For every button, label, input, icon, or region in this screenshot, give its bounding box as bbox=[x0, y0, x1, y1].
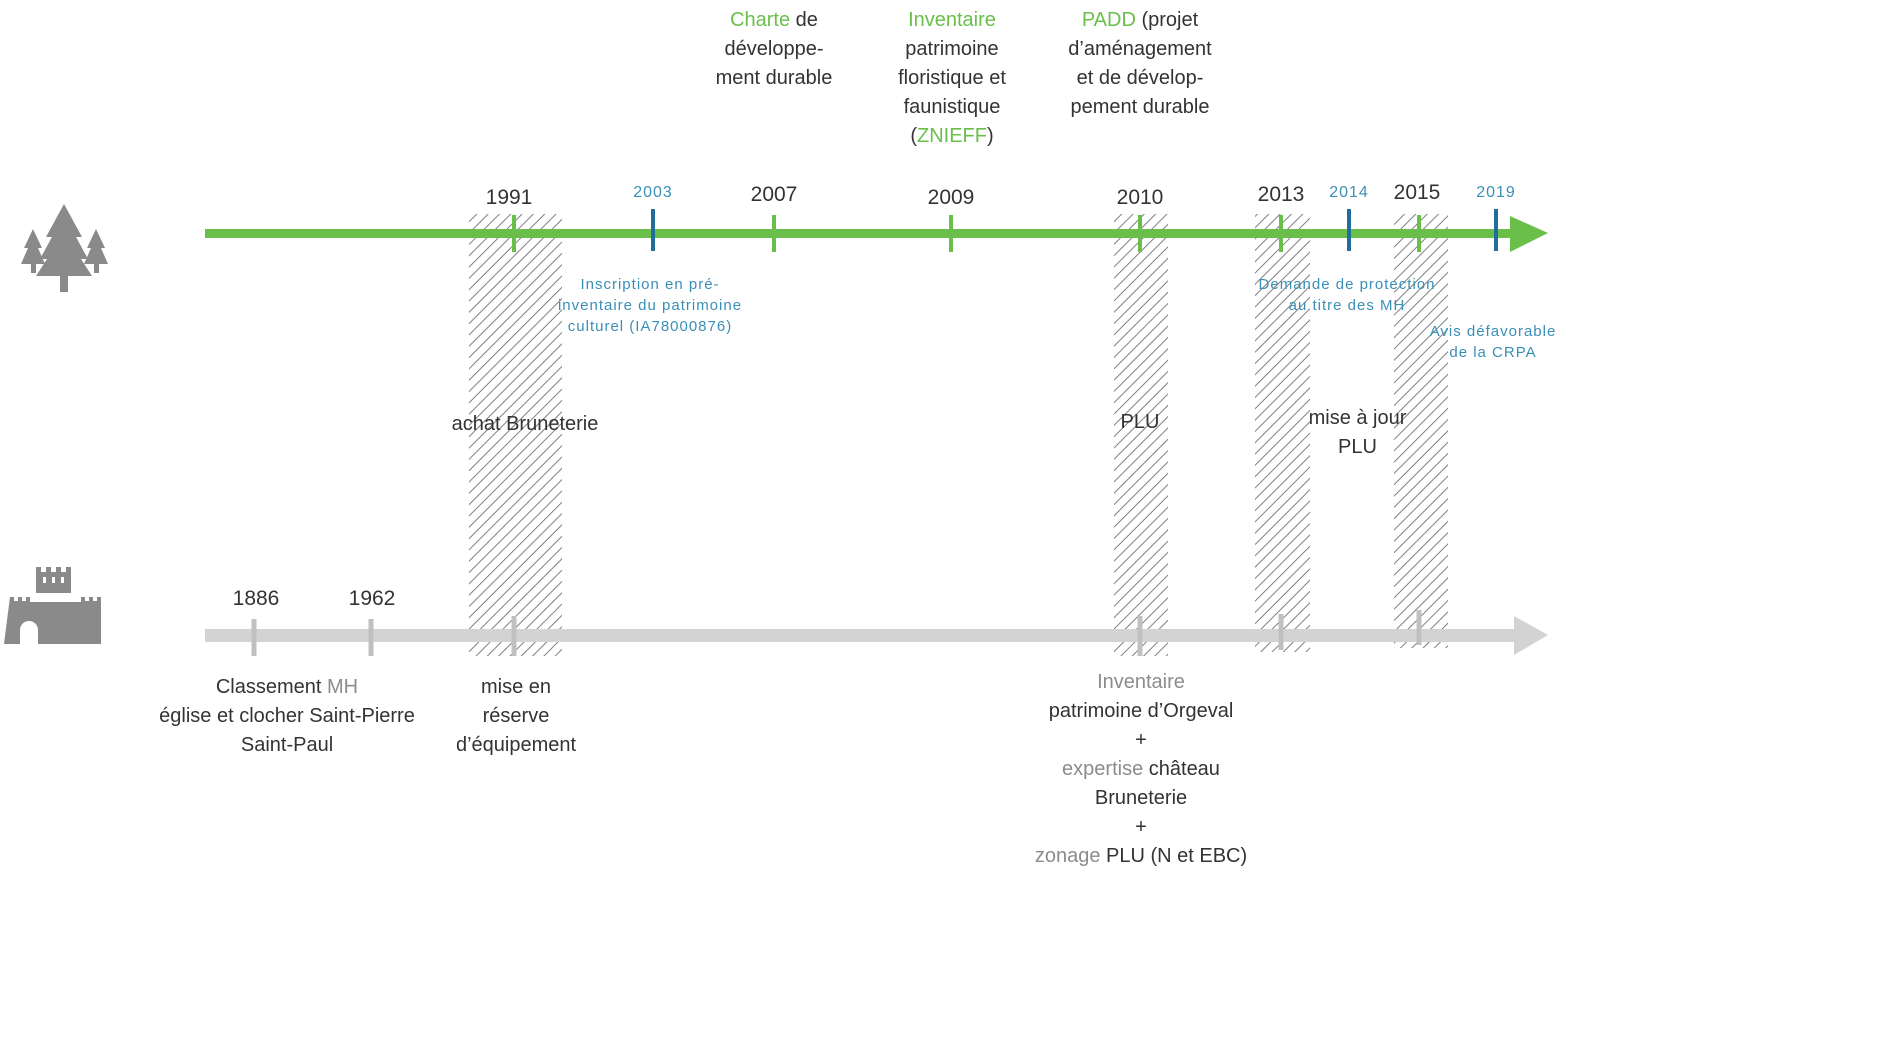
year-2013: 2013 bbox=[1257, 183, 1305, 206]
label-mise-a-jour-plu: mise à jour PLU bbox=[1308, 407, 1407, 458]
year-2015: 2015 bbox=[1393, 181, 1441, 204]
label-achat-bruneterie: achat Bruneterie bbox=[451, 413, 599, 435]
bottom-timeline-arrow bbox=[1514, 616, 1548, 655]
event-classement-mh: Classement MH église et clocher Saint-Pi… bbox=[159, 676, 415, 756]
timeline-diagram bbox=[4, 204, 1548, 656]
event-2010-padd: PADD (projet d’aménagement et de dévelop… bbox=[1068, 9, 1212, 118]
event-2007-charte: Charte de développe- ment durable bbox=[715, 9, 833, 89]
bottom-ticks bbox=[251, 610, 1422, 656]
year-2014: 2014 bbox=[1329, 184, 1369, 201]
year-2019: 2019 bbox=[1476, 184, 1516, 201]
top-blue-ticks bbox=[651, 209, 1498, 251]
band-2010 bbox=[1114, 214, 1168, 656]
note-2014-demande: Demande de protection au titre des MH bbox=[1258, 276, 1436, 314]
year-1991: 1991 bbox=[485, 186, 533, 209]
event-2009-inventaire: Inventaire patrimoine floristique et fau… bbox=[898, 9, 1006, 147]
top-green-ticks bbox=[512, 215, 1421, 252]
castle-icon bbox=[4, 567, 101, 644]
event-mise-en-reserve: mise en réserve d’équipement bbox=[455, 676, 577, 756]
bottom-timeline-line bbox=[205, 629, 1517, 642]
band-2015 bbox=[1394, 214, 1448, 648]
forest-icon bbox=[21, 204, 108, 292]
year-2010: 2010 bbox=[1116, 186, 1164, 209]
band-1991 bbox=[469, 214, 562, 656]
label-plu: PLU bbox=[1120, 411, 1160, 433]
year-2007: 2007 bbox=[750, 183, 798, 206]
year-2003: 2003 bbox=[633, 184, 673, 201]
note-2003-inscription: Inscription en pré- inventaire du patrim… bbox=[557, 276, 743, 335]
year-1962: 1962 bbox=[348, 587, 396, 610]
band-2013 bbox=[1255, 214, 1310, 652]
note-2019-avis: Avis défavorable de la CRPA bbox=[1429, 323, 1557, 361]
year-1886: 1886 bbox=[232, 587, 280, 610]
year-2009: 2009 bbox=[927, 186, 975, 209]
top-timeline-arrow bbox=[1510, 216, 1548, 252]
event-inventaire-orgeval: Inventaire patrimoine d’Orgeval + expert… bbox=[1034, 671, 1248, 867]
top-timeline-line bbox=[205, 229, 1515, 238]
